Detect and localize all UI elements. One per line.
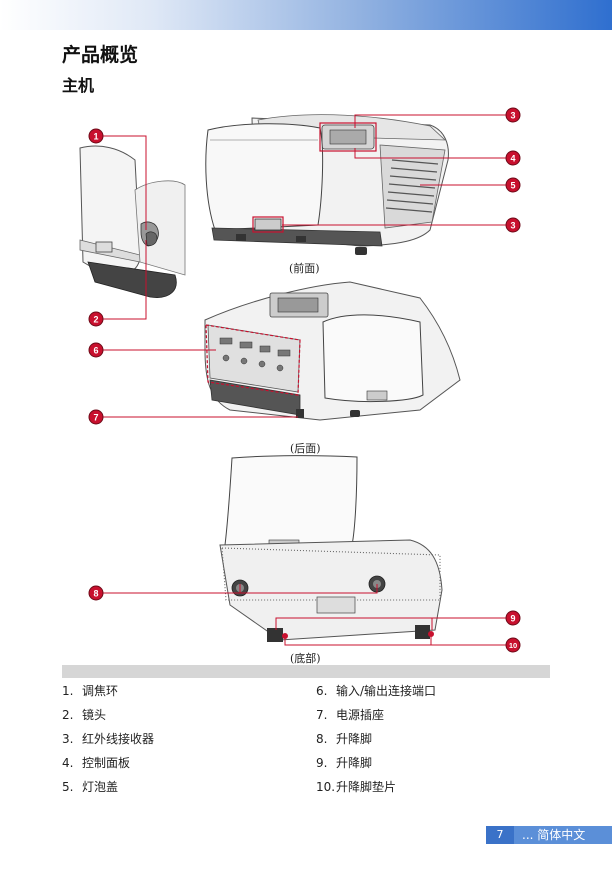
- svg-text:2: 2: [93, 315, 98, 325]
- callout-badge-10: 10: [505, 637, 521, 653]
- callout-badge-2: 2: [88, 311, 104, 327]
- list-item: 2.镜头: [62, 708, 107, 722]
- caption-front: (前面): [289, 262, 320, 275]
- list-item: 3.红外线接收器: [62, 732, 155, 746]
- lens-closeup-illustration: [79, 145, 186, 298]
- list-item: 5.灯泡盖: [62, 780, 119, 794]
- header-band: [0, 0, 612, 30]
- svg-text:10: 10: [509, 641, 517, 650]
- page-title: 产品概览: [62, 44, 139, 66]
- svg-text:3: 3: [510, 221, 515, 231]
- callout-badge-5: 5: [505, 177, 521, 193]
- rear-view-illustration: [103, 281, 461, 421]
- list-item: 1.调焦环: [62, 684, 119, 698]
- section-title: 主机: [62, 76, 95, 95]
- list-item: 9.升降脚: [316, 756, 373, 770]
- callout-badge-3-front: 3: [505, 217, 521, 233]
- caption-rear: (后面): [290, 442, 321, 455]
- list-divider-bar: [62, 665, 550, 678]
- list-item: 7.电源插座: [316, 708, 385, 722]
- bottom-view-illustration: [103, 455, 506, 646]
- svg-text:6: 6: [93, 346, 98, 356]
- caption-bottom: (底部): [290, 652, 321, 665]
- callout-badge-6: 6: [88, 342, 104, 358]
- list-item: 4.控制面板: [62, 756, 131, 770]
- callout-badge-3-top: 3: [505, 107, 521, 123]
- parts-list-right: 6.输入/输出连接端口 7.电源插座 8.升降脚 9.升降脚 10.升降脚垫片: [316, 684, 436, 804]
- front-view-illustration: [79, 114, 506, 320]
- callout-badge-7: 7: [88, 409, 104, 425]
- svg-text:8: 8: [93, 589, 98, 599]
- svg-text:5: 5: [510, 181, 515, 191]
- language-tab: ... 简体中文: [514, 826, 612, 844]
- callout-badge-1: 1: [88, 128, 104, 144]
- svg-text:1: 1: [93, 132, 98, 142]
- svg-text:3: 3: [510, 111, 515, 121]
- list-item: 10.升降脚垫片: [316, 780, 397, 794]
- page-number: 7: [486, 826, 514, 844]
- svg-text:4: 4: [510, 154, 515, 164]
- callout-badge-9: 9: [505, 610, 521, 626]
- list-item: 6.输入/输出连接端口: [316, 684, 437, 698]
- callout-badge-4: 4: [505, 150, 521, 166]
- svg-text:7: 7: [93, 413, 98, 423]
- svg-text:9: 9: [510, 614, 515, 624]
- projector-front-illustration: [205, 114, 449, 255]
- list-item: 8.升降脚: [316, 732, 373, 746]
- callout-badge-8: 8: [88, 585, 104, 601]
- parts-list-left: 1.调焦环 2.镜头 3.红外线接收器 4.控制面板 5.灯泡盖: [62, 684, 154, 804]
